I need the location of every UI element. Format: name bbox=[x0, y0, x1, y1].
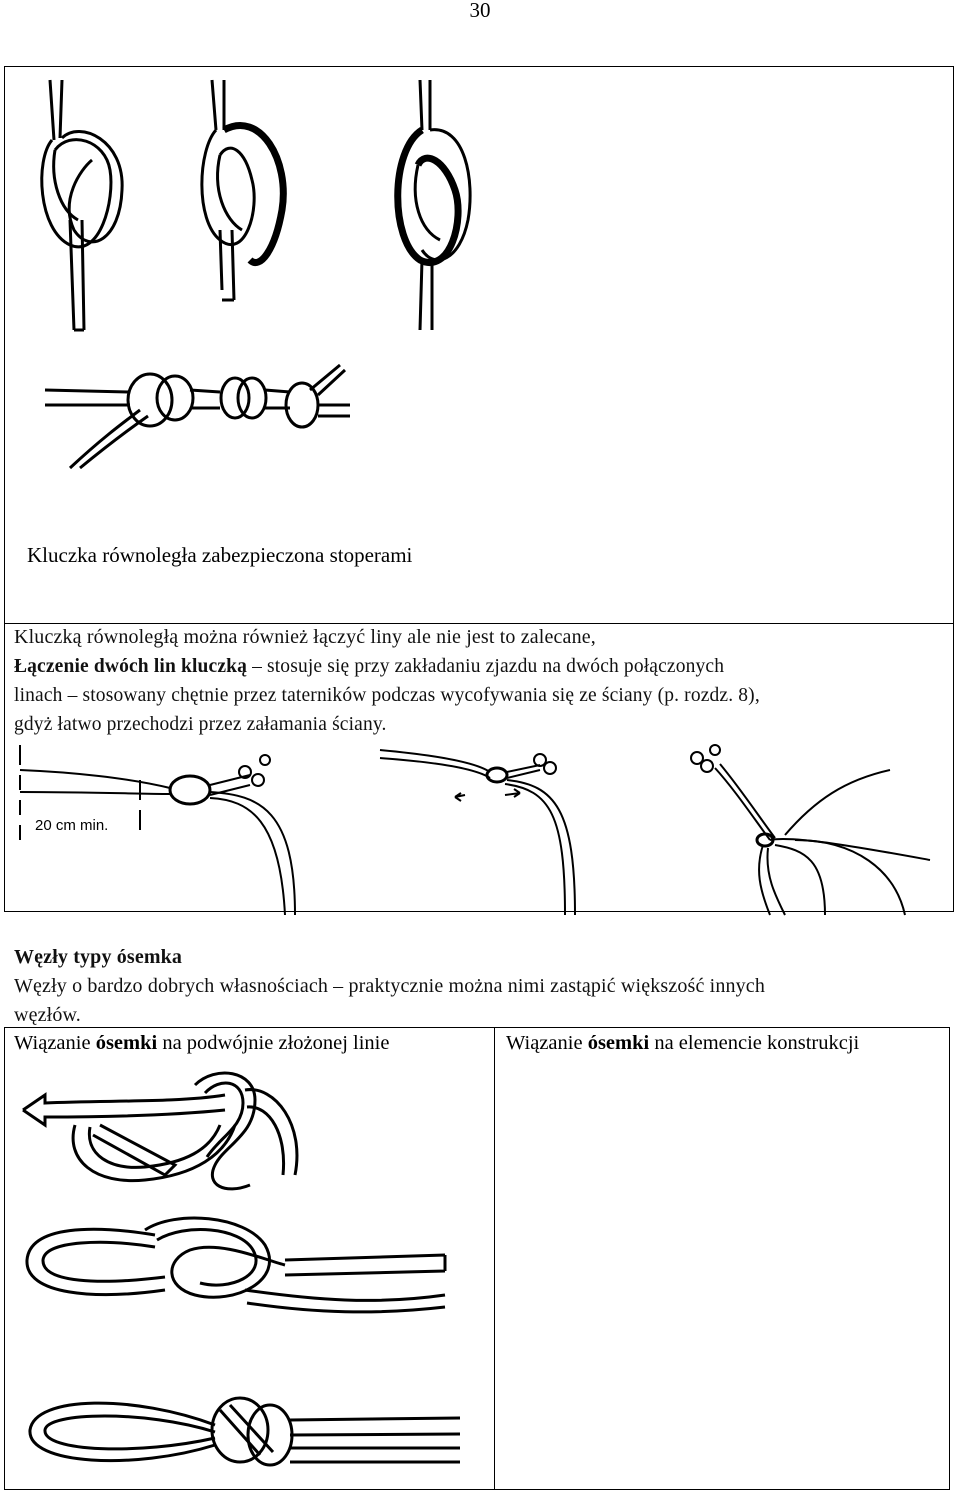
knot-illustration-3 bbox=[394, 79, 472, 331]
bold-term: Łączenie dwóch lin kluczką bbox=[14, 656, 248, 677]
left-header-before: Wiązanie bbox=[14, 1032, 96, 1054]
knot-illustration-1 bbox=[40, 79, 124, 332]
right-header-before: Wiązanie bbox=[506, 1032, 588, 1054]
figure-table bbox=[4, 1027, 950, 1490]
right-header-bold: ósemki bbox=[587, 1032, 650, 1054]
section-divider bbox=[4, 623, 954, 624]
intro-line: Kluczką równoległą można również łączyć … bbox=[14, 626, 596, 648]
paragraph-line-1-rest: – stosuje się przy zakładaniu zjazdu na … bbox=[247, 656, 725, 677]
table-header-left: Wiązanie ósemki na podwójnie złożonej li… bbox=[14, 1032, 389, 1055]
section-text-line-2: węzłów. bbox=[14, 1004, 81, 1026]
section-heading-text: Węzły typy ósemka bbox=[14, 946, 183, 968]
rappel-illustration-1: 20 cm min. bbox=[19, 745, 296, 916]
rappel-illustration-3 bbox=[690, 744, 931, 916]
rappel-illustration-2 bbox=[379, 749, 576, 916]
figure-eight-step-2 bbox=[25, 1216, 447, 1314]
left-header-after: na podwójnie złożonej linie bbox=[157, 1032, 390, 1054]
table-header-right: Wiązanie ósemki na elemencie konstrukcji bbox=[506, 1032, 859, 1055]
left-header-bold: ósemki bbox=[95, 1032, 158, 1054]
paragraph-line-1: Łączenie dwóch lin kluczką – stosuje się… bbox=[14, 656, 724, 678]
section-heading: Węzły typy ósemka bbox=[14, 946, 182, 969]
figure-caption: Kluczka równoległa zabezpieczona stopera… bbox=[27, 543, 413, 567]
parallel-knot-illustration bbox=[44, 363, 350, 470]
figure-eight-step-1 bbox=[22, 1071, 299, 1191]
paragraph-line-2: linach – stosowany chętnie przez taterni… bbox=[14, 685, 760, 706]
table-column-divider bbox=[494, 1027, 495, 1490]
top-figure-frame bbox=[4, 66, 954, 912]
figure-eight-step-3 bbox=[28, 1396, 461, 1467]
right-header-after: na elemencie konstrukcji bbox=[649, 1032, 860, 1054]
measure-label: 20 cm min. bbox=[35, 817, 108, 834]
page-number: 30 bbox=[469, 0, 491, 22]
paragraph-line-3: gdyż łatwo przechodzi przez załamania śc… bbox=[14, 714, 387, 735]
section-text-line-1: Węzły o bardzo dobrych własnościach – pr… bbox=[14, 975, 765, 997]
knot-illustration-2 bbox=[200, 79, 287, 302]
